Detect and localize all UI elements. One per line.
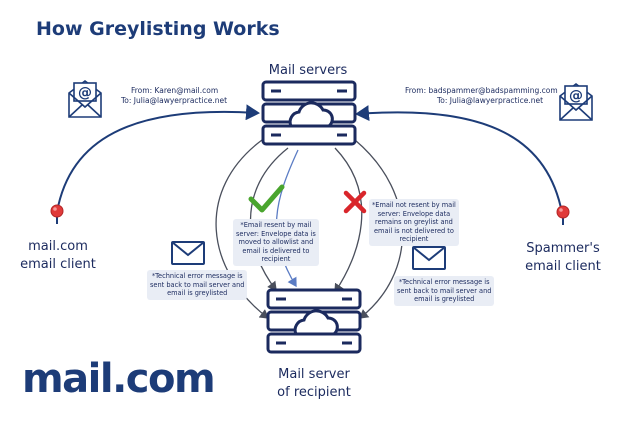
- note-line: email is greylisted: [414, 295, 475, 304]
- logo-dot: .: [112, 356, 127, 402]
- envelope-icon: [412, 246, 446, 270]
- left-outer-flow: [215, 139, 270, 319]
- cross-icon: [343, 190, 367, 214]
- left-error-note: *Technical error message is sent back to…: [147, 270, 248, 300]
- note-line: *Technical error message is: [151, 272, 243, 280]
- left-mail-to: To: Julia@lawyerpractice.net: [121, 96, 228, 105]
- right-mail-to: To: Julia@lawyerpractice.net: [437, 96, 544, 105]
- server-cloud-icon: [261, 80, 357, 146]
- pin-icon: [556, 205, 570, 225]
- note-line: sent back to mail server and: [150, 280, 245, 289]
- left-mail-header: From: Karen@mail.com To: Julia@lawyerpra…: [121, 86, 227, 106]
- recipient-server-cloud-icon: [266, 288, 362, 354]
- accepted-flow: [275, 149, 299, 288]
- note-line: sent back to mail server and: [397, 286, 492, 295]
- note-line: *Email not resent by mail: [372, 201, 456, 209]
- sender-client-line2: email client: [20, 257, 96, 272]
- accepted-note: *Email resent by mail server: Envelope d…: [233, 219, 319, 266]
- page-title: How Greylisting Works: [36, 18, 280, 40]
- spammer-client-label: Spammer's email client: [512, 240, 614, 276]
- note-line: server: Envelope data is: [236, 229, 316, 238]
- spammer-client-line1: Spammer's: [526, 241, 600, 256]
- logo-tld: com: [125, 356, 216, 402]
- mail-servers-label: Mail servers: [268, 63, 348, 78]
- note-line: *Email resent by mail: [240, 221, 312, 229]
- envelope-icon: [171, 241, 205, 265]
- sender-client-label: mail.com email client: [8, 238, 108, 274]
- logo-main: mail: [22, 356, 114, 402]
- note-line: moved to allowlist and: [238, 238, 314, 247]
- email-at-icon: @: [559, 83, 593, 121]
- note-line: email is delivered to: [242, 246, 310, 255]
- recipient-server-line1: Mail server: [278, 367, 350, 382]
- sender-arc: [56, 104, 260, 213]
- recipient-server-line2: of recipient: [277, 385, 351, 400]
- svg-text:@: @: [78, 85, 92, 101]
- right-inner-flow: [334, 147, 363, 294]
- svg-text:@: @: [569, 88, 583, 104]
- note-line: server: Envelope data: [377, 209, 451, 218]
- note-line: email is not delivered to: [373, 226, 454, 235]
- note-line: *Technical error message is: [398, 278, 490, 286]
- checkmark-icon: [248, 184, 285, 213]
- right-mail-header: From: badspammer@badspamming.com To: Jul…: [405, 86, 558, 106]
- left-mail-from: From: Karen@mail.com: [131, 86, 219, 95]
- email-at-icon: @: [68, 80, 102, 118]
- mailcom-logo: mail.com: [22, 356, 216, 402]
- note-line: recipient: [261, 255, 291, 264]
- right-mail-from: From: badspammer@badspamming.com: [405, 86, 558, 95]
- note-line: recipient: [399, 235, 429, 244]
- rejected-note: *Email not resent by mail server: Envelo…: [369, 199, 459, 246]
- spammer-arc: [355, 105, 563, 214]
- recipient-server-label: Mail server of recipient: [262, 366, 366, 402]
- pin-icon: [50, 204, 64, 224]
- note-line: remains on greylist and: [375, 218, 453, 227]
- sender-client-line1: mail.com: [28, 239, 88, 254]
- note-line: email is greylisted: [167, 289, 228, 298]
- spammer-client-line2: email client: [525, 259, 601, 274]
- right-error-note: *Technical error message is sent back to…: [394, 276, 495, 306]
